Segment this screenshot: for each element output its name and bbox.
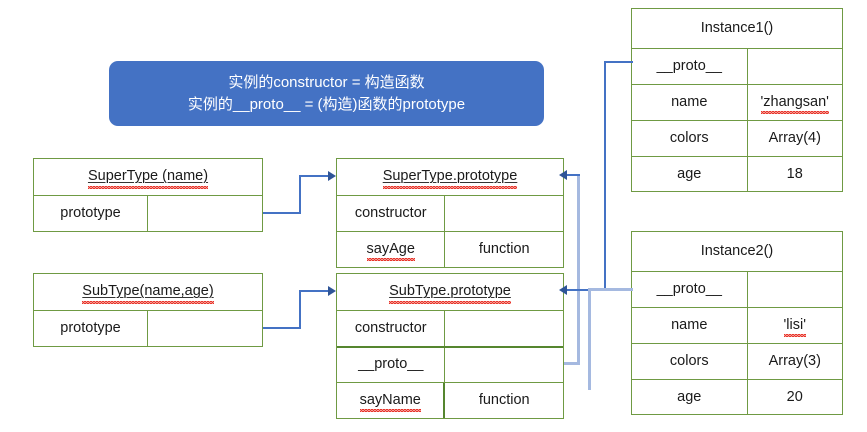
supertype-prototype-sayage-label: sayAge — [366, 240, 416, 262]
instance1-age-value: 18 — [786, 165, 803, 182]
supertype-prototype-constructor-key: constructor — [337, 196, 446, 231]
supertype-prototype-header-label: SuperType.prototype — [382, 168, 518, 189]
note-banner: 实例的constructor = 构造函数 实例的__proto__ = (构造… — [109, 61, 544, 126]
table-row: SuperType.prototype — [337, 159, 563, 195]
connector-instance1-proto-v — [604, 61, 606, 290]
connector-subtype-proto-to-supertype-v — [577, 175, 580, 365]
instance1-colors-key: colors — [632, 121, 748, 156]
subtype-prototype-proto-value — [445, 348, 563, 382]
table-row: age 18 — [632, 156, 842, 192]
supertype-constructor-header: SuperType (name) — [34, 159, 262, 195]
subtype-prototype-header-label: SubType.prototype — [389, 283, 511, 304]
connector-supertype-ctor-to-proto-v — [299, 175, 301, 214]
instance2-colors-value: Array(3) — [768, 352, 821, 369]
table-row: Instance1() — [632, 9, 842, 48]
table-row: constructor — [337, 195, 563, 231]
instance2-colors-key: colors — [632, 344, 748, 379]
table-row: Instance2() — [632, 232, 842, 271]
instance1-proto-key: __proto__ — [632, 49, 748, 84]
instance2-name-value-label: 'lisi' — [783, 316, 807, 338]
connector-subtype-proto-to-supertype-h2 — [567, 174, 580, 176]
instance1-proto-value — [748, 49, 843, 84]
connector-subtype-ctor-to-proto-h2 — [299, 290, 329, 292]
subtype-prototype-constructor-key: constructor — [337, 311, 446, 346]
instance2-proto-value — [748, 272, 843, 307]
instance2-box: Instance2() __proto__ name 'lisi' colors… — [631, 231, 843, 415]
connector-instance2-proto-v — [588, 291, 591, 390]
instance2-proto-key: __proto__ — [632, 272, 748, 307]
arrow-into-subtype-prototype — [328, 286, 336, 296]
subtype-prototype-sayname-key: sayName — [337, 383, 446, 418]
instance2-age-value: 20 — [786, 388, 803, 405]
connector-subtype-ctor-to-proto-v — [299, 290, 301, 329]
table-row: SubType.prototype — [337, 274, 563, 310]
subtype-prototype-constructor-value — [445, 311, 563, 346]
connector-subtype-ctor-to-proto-h1 — [263, 327, 301, 329]
table-row: sayName function — [337, 382, 563, 418]
subtype-constructor-header: SubType(name,age) — [34, 274, 262, 310]
supertype-constructor-box: SuperType (name) prototype — [33, 158, 263, 232]
instance2-name-key: name — [632, 308, 748, 343]
banner-line-1: 实例的constructor = 构造函数 — [228, 73, 425, 91]
subtype-prototype-sayname-label: sayName — [359, 391, 422, 413]
subtype-constructor-prototype-key: prototype — [34, 311, 148, 346]
connector-subtype-proto-to-supertype-h1 — [564, 362, 580, 365]
instance1-colors-value: Array(4) — [768, 129, 821, 146]
arrow-into-supertype-prototype-from-subtype — [559, 170, 567, 180]
subtype-prototype-box: SubType.prototype constructor __proto__ … — [336, 273, 564, 419]
connector-instance1-proto-h1 — [604, 61, 633, 63]
table-row: colors Array(3) — [632, 343, 842, 379]
table-row: SuperType (name) — [34, 159, 262, 195]
table-row: colors Array(4) — [632, 120, 842, 156]
connector-supertype-ctor-to-proto-h2 — [299, 175, 329, 177]
arrow-into-subtype-prototype-from-instance1 — [559, 285, 567, 295]
subtype-constructor-box: SubType(name,age) prototype — [33, 273, 263, 347]
connector-supertype-ctor-to-proto-h1 — [263, 212, 301, 214]
table-row: name 'lisi' — [632, 307, 842, 343]
instance1-name-value: 'zhangsan' — [748, 85, 843, 120]
table-row: name 'zhangsan' — [632, 84, 842, 120]
supertype-prototype-sayage-value: function — [478, 240, 530, 257]
banner-line-2: 实例的__proto__ = (构造)函数的prototype — [187, 95, 466, 113]
instance2-age-key: age — [632, 380, 748, 415]
table-row: SubType(name,age) — [34, 274, 262, 310]
connector-instance2-proto-h1 — [588, 288, 633, 291]
subtype-prototype-sayname-value: function — [478, 391, 530, 408]
instance2-name-value: 'lisi' — [748, 308, 843, 343]
instance2-header: Instance2() — [700, 242, 774, 259]
supertype-constructor-header-label: SuperType (name) — [87, 168, 209, 189]
supertype-constructor-prototype-value — [148, 196, 262, 231]
instance1-header: Instance1() — [700, 19, 774, 36]
instance1-box: Instance1() __proto__ name 'zhangsan' co… — [631, 8, 843, 192]
table-row: __proto__ — [632, 271, 842, 307]
instance1-name-value-label: 'zhangsan' — [760, 93, 830, 115]
supertype-prototype-constructor-value — [445, 196, 563, 231]
subtype-constructor-header-label: SubType(name,age) — [82, 283, 215, 304]
subtype-constructor-prototype-value — [148, 311, 262, 346]
table-row: __proto__ — [632, 48, 842, 84]
subtype-prototype-header: SubType.prototype — [337, 274, 563, 310]
table-row: constructor — [337, 310, 563, 346]
supertype-prototype-box: SuperType.prototype constructor sayAge f… — [336, 158, 564, 268]
subtype-prototype-proto-key: __proto__ — [337, 348, 446, 382]
table-row: age 20 — [632, 379, 842, 415]
table-row: prototype — [34, 195, 262, 231]
table-row: sayAge function — [337, 231, 563, 267]
table-row: prototype — [34, 310, 262, 346]
instance1-name-key: name — [632, 85, 748, 120]
arrow-into-supertype-prototype — [328, 171, 336, 181]
connector-instance1-proto-h2 — [567, 289, 606, 291]
supertype-constructor-prototype-key: prototype — [34, 196, 148, 231]
supertype-prototype-sayage-key: sayAge — [337, 232, 446, 267]
instance1-age-key: age — [632, 157, 748, 192]
supertype-prototype-header: SuperType.prototype — [337, 159, 563, 195]
table-row: __proto__ — [337, 346, 563, 382]
